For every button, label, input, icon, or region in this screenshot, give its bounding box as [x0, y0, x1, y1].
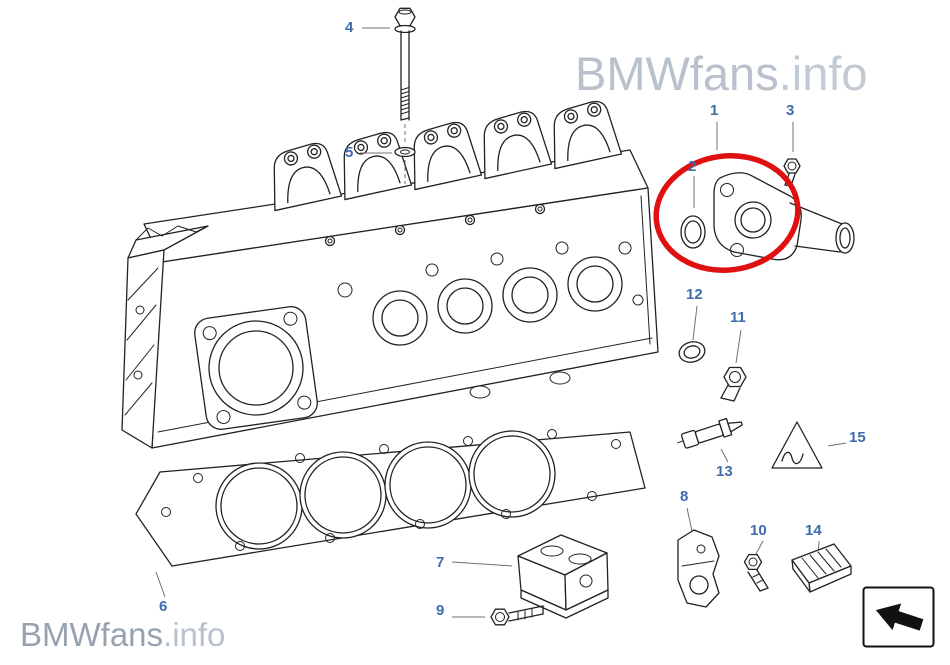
support-bolt-drawing — [490, 605, 544, 626]
next-diagram-button[interactable] — [862, 586, 935, 648]
callout-2[interactable]: 2 — [688, 158, 697, 175]
bracket-bolt-drawing — [743, 553, 769, 592]
watermark-bottom: BMWfans.info — [20, 616, 225, 654]
screw-plug-drawing — [720, 366, 747, 402]
callout-12[interactable]: 12 — [686, 286, 703, 303]
leader-lines — [155, 27, 847, 618]
cylinder-head-drawing — [121, 97, 659, 449]
page-turn-arrow-icon — [862, 586, 935, 648]
callout-14[interactable]: 14 — [805, 522, 822, 539]
watermark-tld: .info — [163, 616, 226, 653]
warning-triangle-icon — [771, 421, 823, 469]
temperature-sensor-drawing — [677, 417, 743, 449]
callout-1[interactable]: 1 — [710, 102, 719, 119]
water-flange-drawing — [713, 172, 855, 261]
callout-10[interactable]: 10 — [750, 522, 767, 539]
gasket-ring-drawing — [678, 341, 706, 363]
callout-6[interactable]: 6 — [159, 598, 168, 615]
callout-3[interactable]: 3 — [786, 102, 795, 119]
cylinder-head-bolt-drawing — [394, 7, 416, 121]
head-gasket-drawing — [135, 429, 646, 567]
damper-block-drawing — [791, 543, 852, 593]
callout-9[interactable]: 9 — [436, 602, 445, 619]
watermark-top: BMWfans.info — [575, 46, 868, 101]
sealing-ring-drawing — [680, 215, 706, 249]
callout-13[interactable]: 13 — [716, 463, 733, 480]
washer-drawing — [394, 146, 416, 158]
callout-7[interactable]: 7 — [436, 554, 445, 571]
support-bracket-drawing — [517, 534, 609, 619]
watermark-brand: BMWfans — [20, 616, 164, 653]
watermark-tld: .info — [778, 47, 868, 100]
watermark-brand: BMWfans — [575, 47, 779, 100]
callout-4[interactable]: 4 — [345, 19, 354, 36]
callout-8[interactable]: 8 — [680, 488, 689, 505]
lifting-bracket-drawing — [677, 529, 720, 608]
highlight-ellipse — [653, 153, 801, 273]
callout-11[interactable]: 11 — [730, 309, 746, 326]
callout-5[interactable]: 5 — [345, 144, 354, 161]
callout-15[interactable]: 15 — [849, 429, 866, 446]
